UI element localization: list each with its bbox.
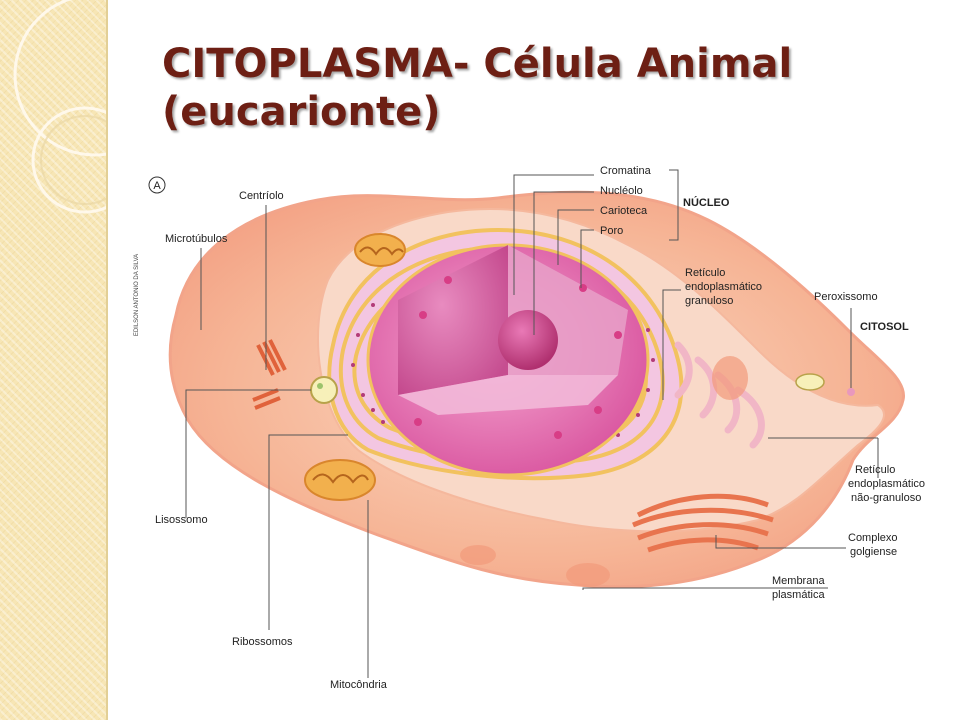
label-peroxissomo: Peroxissomo (814, 291, 878, 303)
lysosome-content (317, 383, 323, 389)
peroxisome (847, 388, 855, 396)
label-reg-1: Retículo (685, 267, 725, 279)
panel-letter: A (148, 176, 166, 194)
label-lisossomo: Lisossomo (155, 514, 208, 526)
title-line-1: CITOPLASMA- Célula Animal (162, 41, 793, 87)
peroxisome-vesicle (795, 373, 825, 391)
label-reng-1: Retículo (855, 464, 895, 476)
svg-text:A: A (153, 180, 161, 192)
mitochondrion-2 (354, 233, 406, 267)
label-poro: Poro (600, 225, 623, 237)
lysosome (310, 376, 338, 404)
slide-title: CITOPLASMA- Célula Animal (eucarionte) (162, 40, 922, 136)
label-membrana-2: plasmática (772, 589, 825, 601)
decorative-circles (13, 0, 106, 214)
label-centriolo: Centríolo (239, 190, 284, 202)
label-microtubulos: Microtúbulos (165, 233, 228, 245)
label-citosol: CITOSOL (860, 321, 909, 333)
label-reng-3: não-granuloso (851, 492, 921, 504)
label-reng-2: endoplasmático (848, 478, 925, 490)
mitochondrion (304, 459, 376, 501)
decorative-side-strip (0, 0, 108, 720)
title-line-2: (eucarionte) (162, 89, 441, 135)
label-membrana-1: Membrana (772, 575, 825, 587)
animal-cell-diagram: A EDILSON ANTONIO DA SILVA (134, 165, 925, 691)
label-nucleolo: Nucléolo (600, 185, 643, 197)
label-golgi-2: golgiense (850, 546, 897, 558)
label-reg-3: granuloso (685, 295, 733, 307)
label-mitocondria: Mitocôndria (330, 679, 388, 691)
golgi-complex (632, 493, 774, 553)
label-cromatina: Cromatina (600, 165, 652, 177)
nucleolus (498, 310, 558, 370)
label-carioteca: Carioteca (600, 205, 648, 217)
artist-credit: EDILSON ANTONIO DA SILVA (134, 254, 140, 336)
label-reg-2: endoplasmático (685, 281, 762, 293)
label-golgi-1: Complexo (848, 532, 898, 544)
cytoplasm-vesicles (460, 356, 748, 587)
leader-lines (185, 169, 879, 678)
label-nucleo-group: NÚCLEO (683, 196, 730, 209)
label-ribossomos: Ribossomos (232, 636, 293, 648)
